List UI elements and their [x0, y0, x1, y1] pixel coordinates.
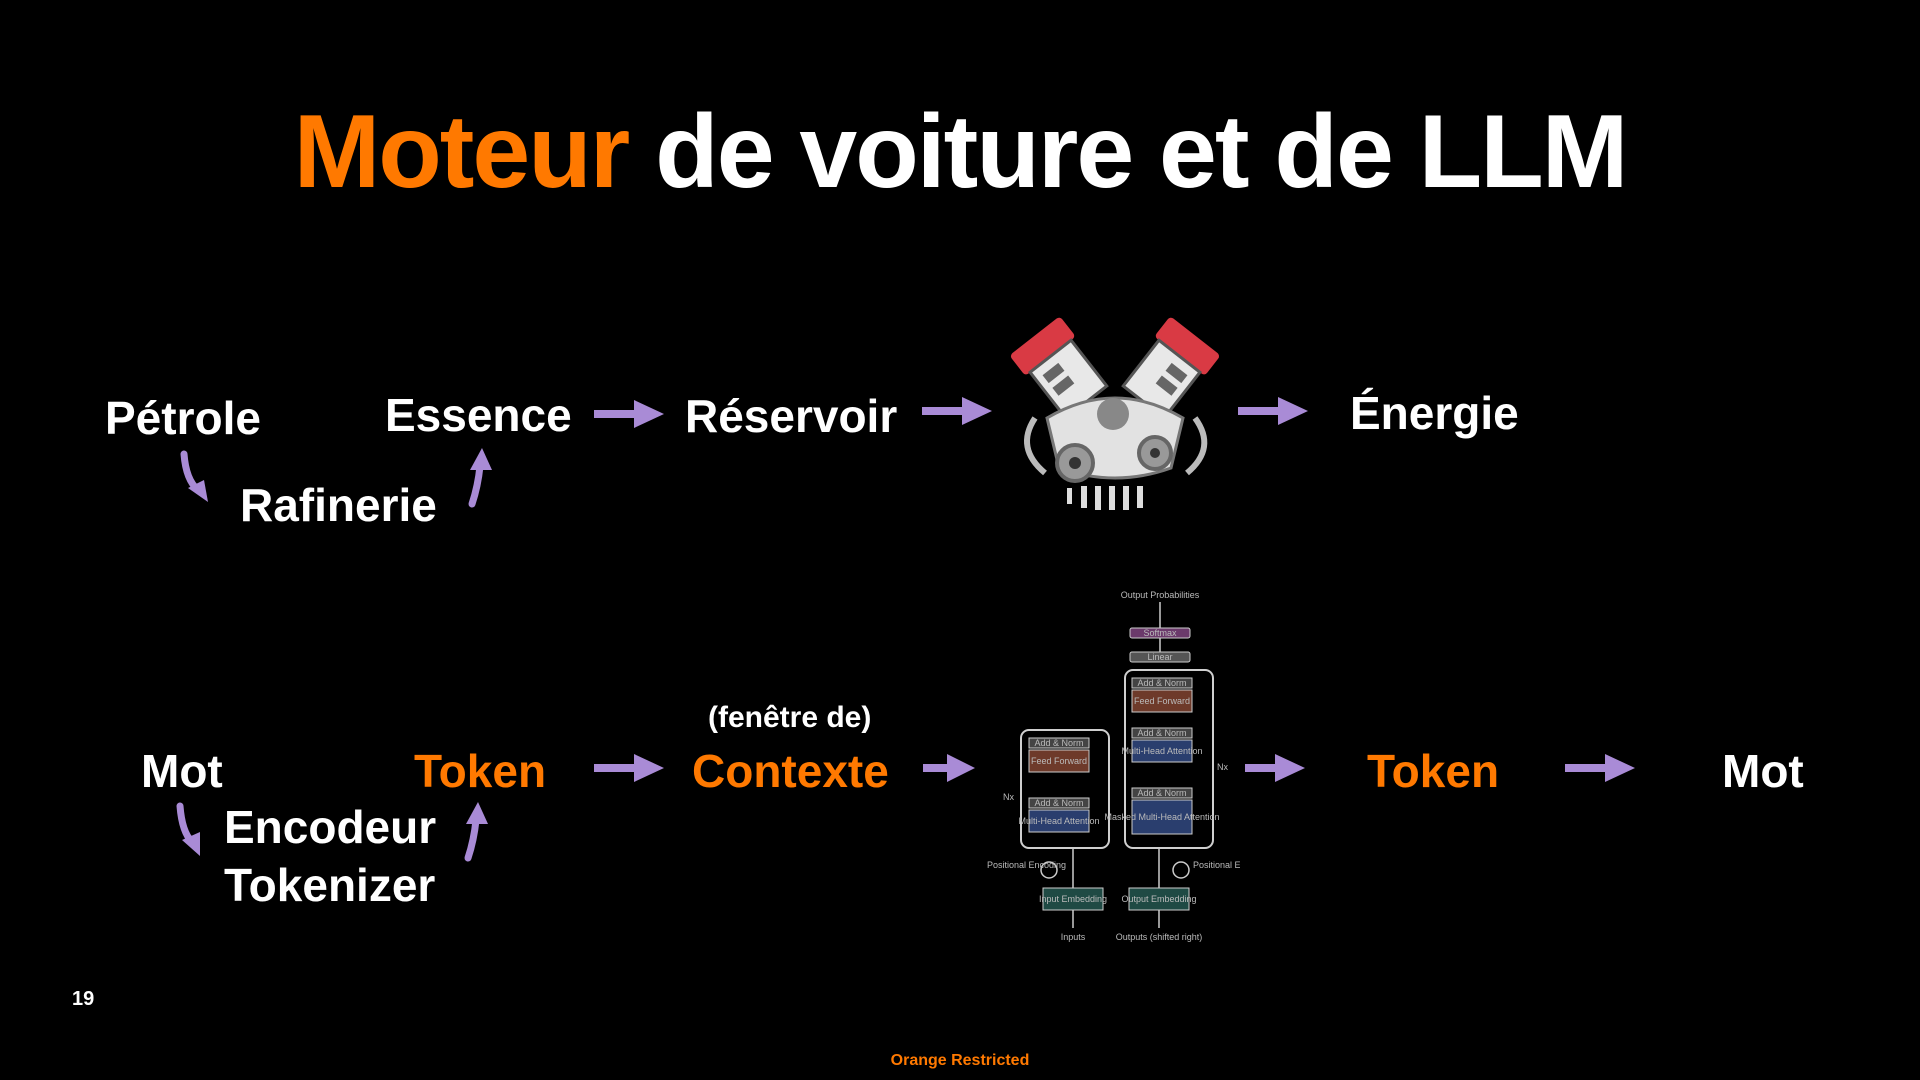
label-petrole: Pétrole	[105, 392, 261, 444]
label-reservoir: Réservoir	[685, 390, 898, 442]
arrow-right-icon	[923, 754, 975, 782]
label-mot-output: Mot	[1722, 745, 1804, 797]
tf-label-input-embedding: Input Embedding	[1039, 894, 1107, 904]
label-essence: Essence	[385, 389, 572, 441]
curved-arrow-down-icon	[174, 802, 210, 858]
label-token-input: Token	[414, 745, 547, 797]
label-tokenizer: Tokenizer	[224, 859, 436, 911]
label-fenetre: (fenêtre de)	[708, 701, 872, 734]
label-encodeur: Encodeur	[224, 801, 437, 853]
arrow-right-icon	[1238, 397, 1308, 425]
tf-label-pos-enc-left: Positional Encoding	[987, 860, 1066, 870]
curved-arrow-up-icon	[464, 446, 500, 508]
title-highlight: Moteur	[293, 94, 631, 210]
tf-label-add-norm: Add & Norm	[1034, 798, 1083, 808]
tf-label-add-norm: Add & Norm	[1137, 728, 1186, 738]
tf-label-masked-mha: Masked Multi-Head Attention	[1104, 812, 1219, 822]
tf-label-feed-forward: Feed Forward	[1134, 696, 1190, 706]
tf-label-output-prob: Output Probabilities	[1121, 590, 1200, 600]
tf-label-softmax: Softmax	[1143, 628, 1177, 638]
arrow-right-icon	[594, 400, 664, 428]
arrow-right-icon	[1245, 754, 1305, 782]
tf-label-nx-right: Nx	[1217, 762, 1228, 772]
label-token-output: Token	[1367, 745, 1500, 797]
tf-label-linear: Linear	[1147, 652, 1172, 662]
label-contexte: Contexte	[692, 745, 889, 797]
curved-arrow-down-icon	[178, 450, 214, 506]
tf-label-mha: Multi-Head Attention	[1121, 746, 1202, 756]
tf-label-mha: Multi-Head Attention	[1018, 816, 1099, 826]
label-mot-input: Mot	[141, 745, 223, 797]
tf-label-pos-enc-right: Positional Encoding	[1193, 860, 1240, 870]
slide-title: Moteur de voiture et de LLM	[0, 90, 1920, 215]
tf-label-feed-forward: Feed Forward	[1031, 756, 1087, 766]
tf-label-outputs: Outputs (shifted right)	[1116, 932, 1203, 942]
curved-arrow-up-icon	[460, 800, 496, 862]
page-number: 19	[72, 988, 95, 1010]
label-rafinerie: Rafinerie	[240, 479, 437, 531]
tf-label-inputs: Inputs	[1061, 932, 1086, 942]
arrow-right-icon	[1565, 754, 1635, 782]
tf-label-output-embedding: Output Embedding	[1121, 894, 1196, 904]
arrow-right-icon	[922, 397, 992, 425]
tf-label-nx-left: Nx	[1003, 792, 1014, 802]
title-rest: de voiture et de LLM	[628, 94, 1628, 210]
engine-icon	[995, 308, 1235, 513]
tf-label-add-norm: Add & Norm	[1137, 678, 1186, 688]
transformer-diagram: Output Probabilities Softmax Linear Add …	[985, 590, 1272, 960]
footer-classification: Orange Restricted	[890, 1052, 1030, 1069]
tf-label-add-norm: Add & Norm	[1137, 788, 1186, 798]
tf-label-add-norm: Add & Norm	[1034, 738, 1083, 748]
label-energie: Énergie	[1350, 387, 1519, 439]
arrow-right-icon	[594, 754, 664, 782]
